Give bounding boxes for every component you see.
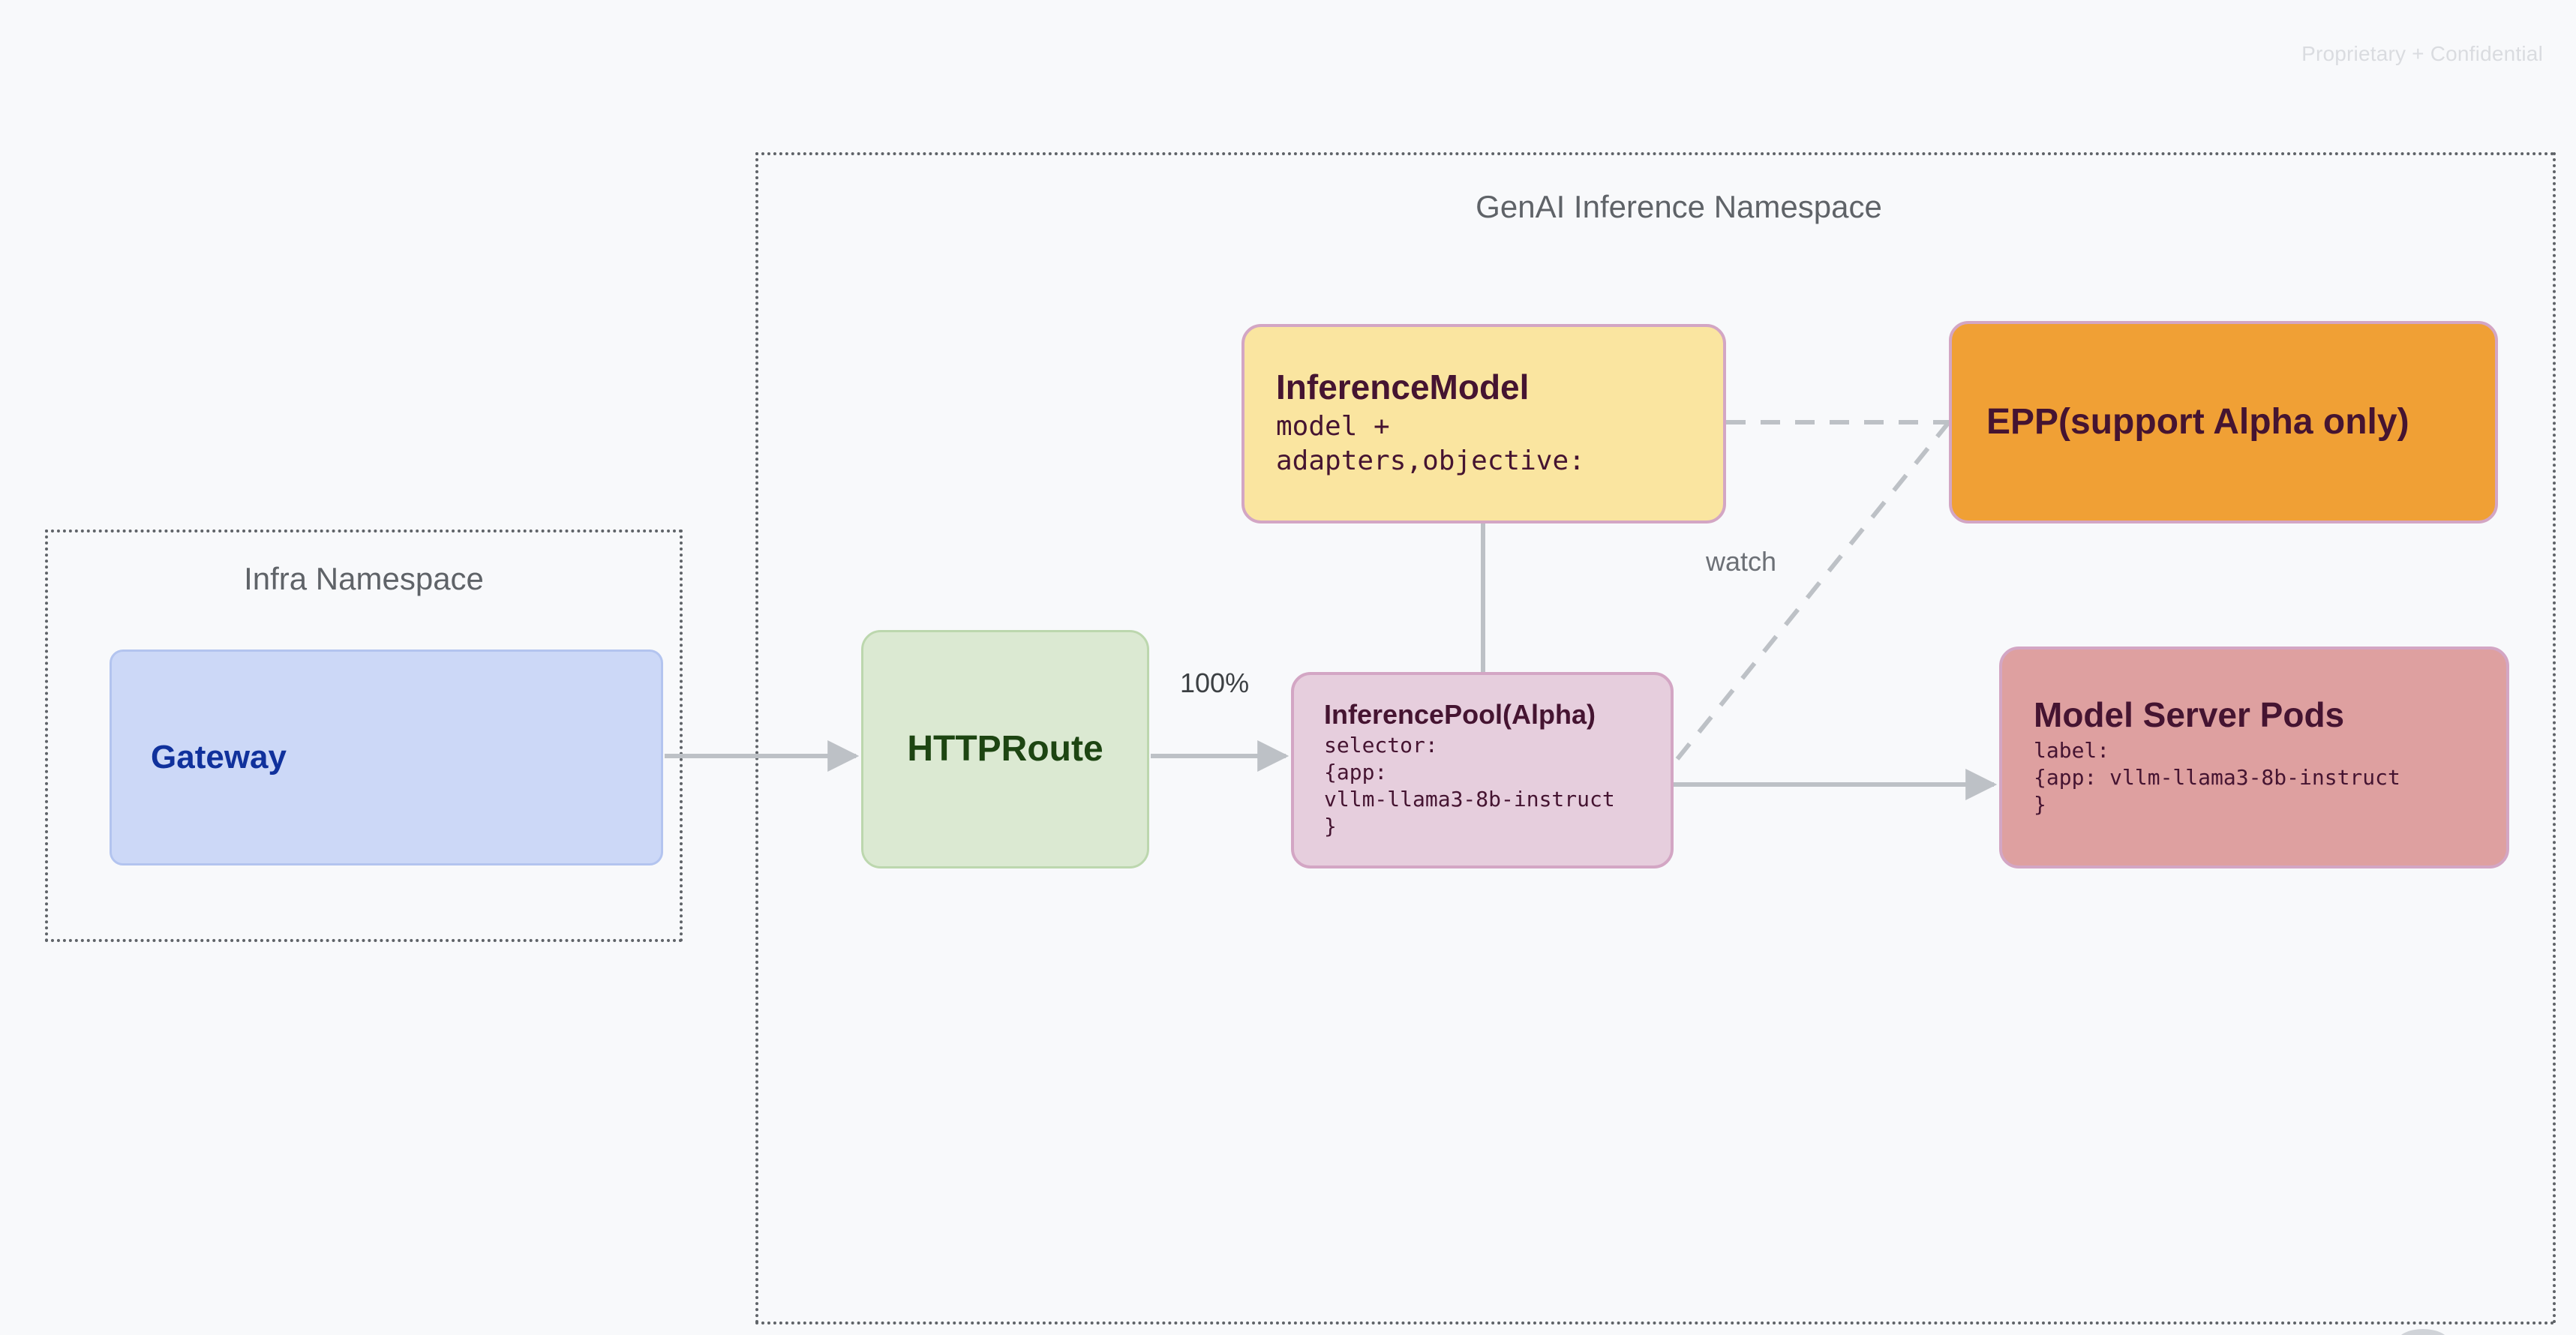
node-epp-title: EPP(support Alpha only) [1986, 402, 2409, 442]
namespace-infra [45, 530, 683, 942]
node-inference-model-title: InferenceModel [1276, 368, 1530, 407]
node-epp[interactable]: EPP(support Alpha only) [1949, 321, 2498, 524]
node-model-server-pods-title: Model Server Pods [2034, 695, 2345, 735]
cropped-shape-bottom-right [2397, 1329, 2449, 1335]
edge-label-watch: watch [1706, 546, 1777, 577]
confidential-notice: Proprietary + Confidential [2301, 42, 2543, 65]
node-model-server-pods-body: label: {app: vllm-llama3-8b-instruct } [2034, 738, 2400, 817]
node-httproute[interactable]: HTTPRoute [861, 630, 1149, 868]
node-inference-model-body: model + adapters,objective: [1276, 410, 1585, 476]
node-gateway-title: Gateway [151, 739, 287, 776]
node-httproute-title: HTTPRoute [907, 729, 1103, 770]
namespace-infra-title: Infra Namespace [244, 561, 484, 596]
node-inference-model[interactable]: InferenceModel model + adapters,objectiv… [1241, 324, 1726, 524]
namespace-genai [755, 152, 2556, 1324]
node-inference-pool-body: selector: {app: vllm-llama3-8b-instruct … [1324, 733, 1615, 838]
namespace-genai-title: GenAI Inference Namespace [1476, 189, 1882, 224]
node-gateway[interactable]: Gateway [110, 650, 663, 866]
node-model-server-pods[interactable]: Model Server Pods label: {app: vllm-llam… [1999, 646, 2509, 868]
node-inference-pool[interactable]: InferencePool(Alpha) selector: {app: vll… [1291, 672, 1674, 868]
edge-label-traffic-split: 100% [1180, 668, 1250, 698]
node-inference-pool-title: InferencePool(Alpha) [1324, 699, 1596, 730]
